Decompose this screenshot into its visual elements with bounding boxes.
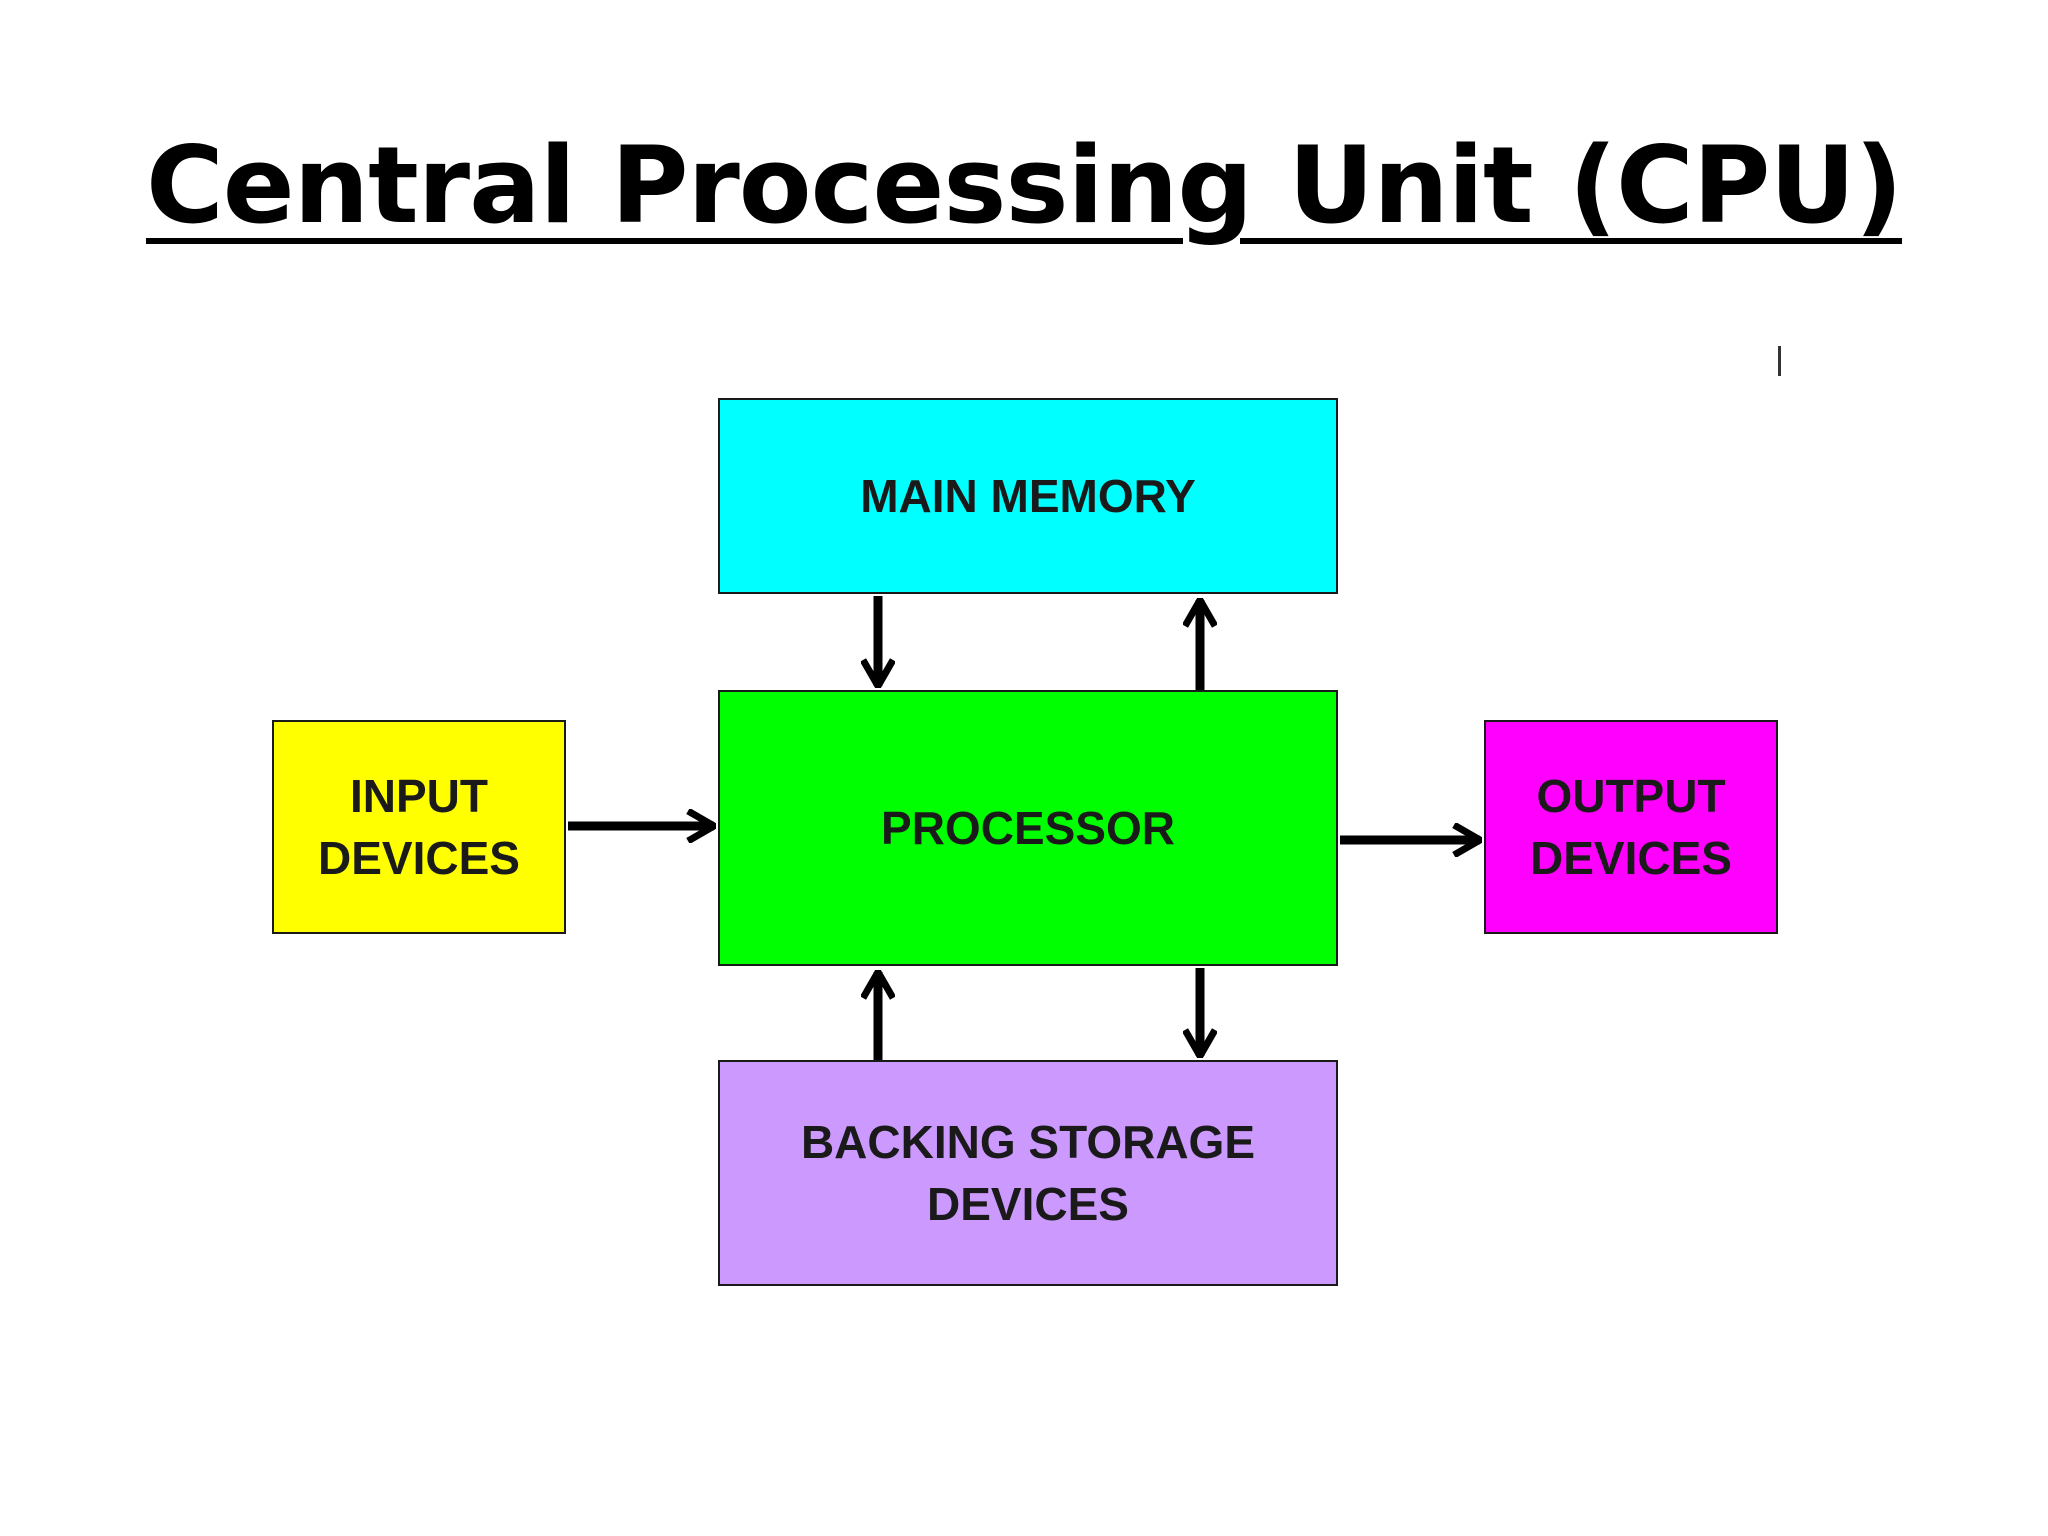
main-memory-label: MAIN MEMORY (860, 469, 1196, 522)
slide-title: Central Processing Unit (CPU) (145, 124, 1903, 247)
output-devices-label: OUTPUT DEVICES (1530, 769, 1732, 884)
processor-label: PROCESSOR (881, 801, 1175, 854)
backing-storage-box: BACKING STORAGE DEVICES (718, 1060, 1338, 1286)
output-devices-box: OUTPUT DEVICES (1484, 720, 1778, 934)
main-memory-box: MAIN MEMORY (718, 398, 1338, 594)
input-devices-box: INPUT DEVICES (272, 720, 566, 934)
processor-box: PROCESSOR (718, 690, 1338, 966)
text-cursor-mark (1778, 346, 1781, 376)
backing-storage-label: BACKING STORAGE DEVICES (800, 1115, 1256, 1230)
input-devices-label: INPUT DEVICES (318, 769, 520, 884)
